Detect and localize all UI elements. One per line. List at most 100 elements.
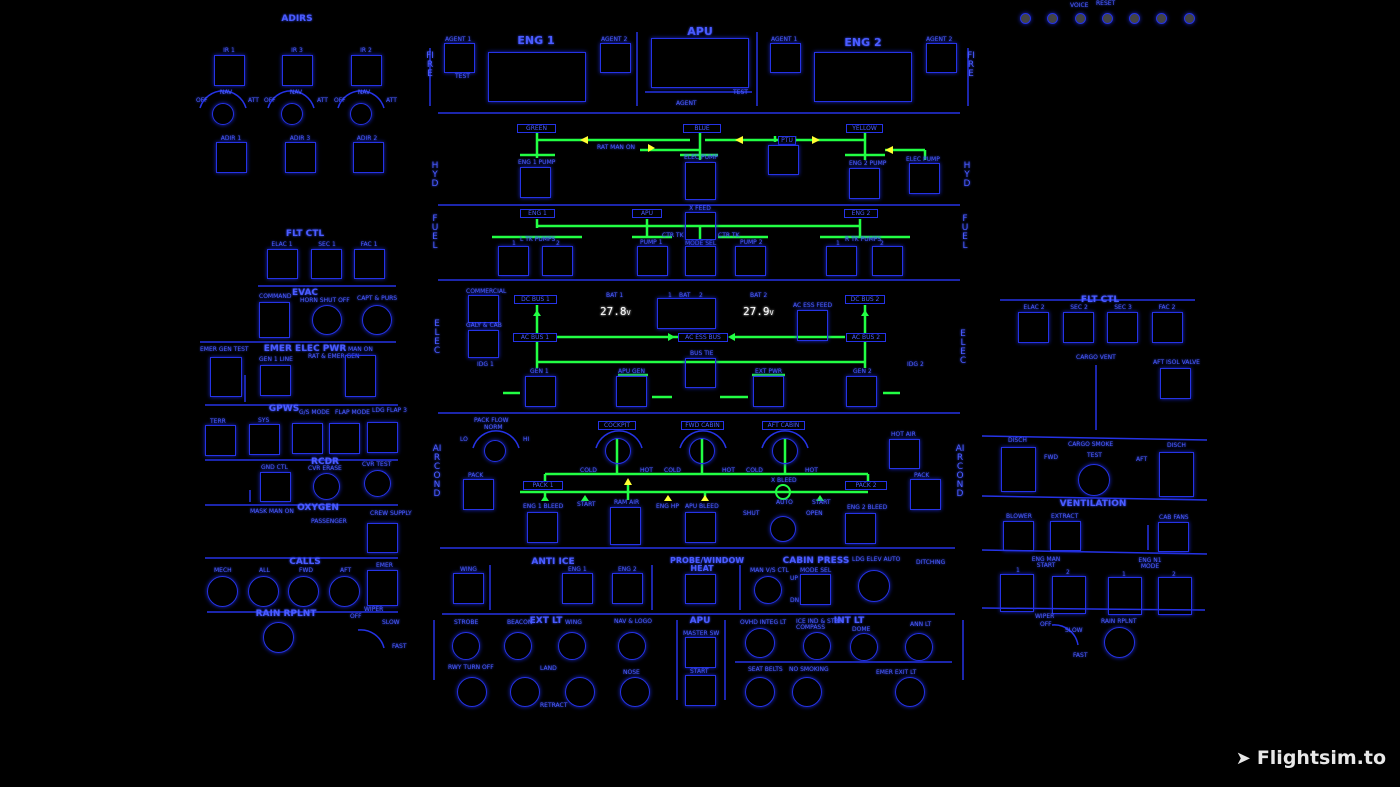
audio-knob-7[interactable]: [1184, 13, 1195, 24]
ctr-tk-pump2-button[interactable]: [735, 246, 766, 276]
n1-mode2-button[interactable]: [1158, 577, 1192, 615]
fac2-button[interactable]: [1152, 312, 1183, 343]
gen2-button[interactable]: [846, 376, 877, 407]
blue-elec-pump-button[interactable]: [685, 162, 716, 200]
commercial-button[interactable]: [468, 295, 499, 323]
bus-tie-button[interactable]: [685, 358, 716, 388]
rat-man-on-button[interactable]: [345, 355, 376, 397]
ac-ess-feed-button[interactable]: [797, 310, 828, 341]
rain-rplnt-right-button[interactable]: [1104, 627, 1135, 658]
apu-bleed-button[interactable]: [685, 512, 716, 543]
ice-ind-switch[interactable]: [803, 632, 831, 660]
elac1-button[interactable]: [267, 249, 298, 279]
strobe-switch[interactable]: [452, 632, 480, 660]
gen1-button[interactable]: [525, 376, 556, 407]
x-bleed-selector[interactable]: [770, 516, 796, 542]
apu-start-button[interactable]: [685, 675, 716, 706]
gpws-gs-mode-button[interactable]: [292, 423, 323, 454]
elac2-button[interactable]: [1018, 312, 1049, 343]
l-tk-pump1-button[interactable]: [498, 246, 529, 276]
bat-pushbuttons[interactable]: [657, 298, 716, 329]
calls-mech-button[interactable]: [207, 576, 238, 607]
dome-switch[interactable]: [850, 633, 878, 661]
eng2-anti-ice-button[interactable]: [612, 573, 643, 604]
cargo-smoke-test-button[interactable]: [1078, 464, 1110, 496]
aft-disch-button[interactable]: [1159, 452, 1194, 497]
ir2-mode-selector[interactable]: [350, 103, 372, 125]
emer-exit-switch[interactable]: [895, 677, 925, 707]
ann-lt-switch[interactable]: [905, 633, 933, 661]
ovhd-integ-lt-knob[interactable]: [745, 628, 775, 658]
man-start2-button[interactable]: [1052, 576, 1086, 614]
wing-lt-switch[interactable]: [558, 632, 586, 660]
fac1-button[interactable]: [354, 249, 385, 279]
l-tk-pump2-button[interactable]: [542, 246, 573, 276]
rain-rplnt-left-button[interactable]: [263, 622, 294, 653]
calls-emer-button[interactable]: [367, 570, 398, 606]
nose-lt-switch[interactable]: [620, 677, 650, 707]
ptu-button[interactable]: [768, 145, 799, 175]
eng1-agent2-button[interactable]: [600, 43, 631, 73]
evac-command-button[interactable]: [259, 302, 290, 338]
ir3-button[interactable]: [282, 55, 313, 86]
xfeed-button[interactable]: [685, 212, 716, 240]
audio-knob-4[interactable]: [1102, 13, 1113, 24]
cockpit-temp-selector[interactable]: [605, 438, 631, 464]
sec2-button[interactable]: [1063, 312, 1094, 343]
seat-belts-switch[interactable]: [745, 677, 775, 707]
eng2-pump-button[interactable]: [849, 168, 880, 199]
gen1-line-button[interactable]: [260, 365, 291, 396]
evac-horn-button[interactable]: [312, 305, 342, 335]
gpws-terr-button[interactable]: [205, 425, 236, 456]
r-tk-pump1-button[interactable]: [826, 246, 857, 276]
audio-knob-5[interactable]: [1129, 13, 1140, 24]
audio-knob-6[interactable]: [1156, 13, 1167, 24]
eng1-agent1-button[interactable]: [444, 43, 475, 73]
fwd-disch-button[interactable]: [1001, 447, 1036, 492]
ext-pwr-button[interactable]: [753, 376, 784, 407]
mode-sel-button[interactable]: [685, 246, 716, 276]
cvr-test-button[interactable]: [364, 470, 391, 497]
probe-window-heat-button[interactable]: [685, 574, 716, 604]
eng1-bleed-button[interactable]: [527, 512, 558, 543]
gpws-flap-mode-button[interactable]: [329, 423, 360, 454]
yellow-elec-pump-button[interactable]: [909, 163, 940, 194]
extract-button[interactable]: [1050, 521, 1081, 551]
rwy-turnoff-switch[interactable]: [457, 677, 487, 707]
emer-gen-test-button[interactable]: [210, 357, 242, 397]
crew-supply-button[interactable]: [367, 523, 398, 553]
land-left-switch[interactable]: [510, 677, 540, 707]
pack1-button[interactable]: [463, 479, 494, 510]
sec1-button[interactable]: [311, 249, 342, 279]
hot-air-button[interactable]: [889, 439, 920, 469]
calls-fwd-button[interactable]: [288, 576, 319, 607]
evac-capt-purs-selector[interactable]: [362, 305, 392, 335]
ir1-button[interactable]: [214, 55, 245, 86]
audio-knob-3[interactable]: [1075, 13, 1086, 24]
eng2-agent1-button[interactable]: [770, 43, 801, 73]
audio-knob-2[interactable]: [1047, 13, 1058, 24]
wing-anti-ice-button[interactable]: [453, 573, 484, 604]
ldg-elev-selector[interactable]: [858, 570, 890, 602]
aft-isol-valve-button[interactable]: [1160, 368, 1191, 399]
land-right-switch[interactable]: [565, 677, 595, 707]
apu-master-button[interactable]: [685, 637, 716, 668]
ctr-tk-pump1-button[interactable]: [637, 246, 668, 276]
eng2-fire-pushbutton[interactable]: [814, 52, 912, 102]
sec3-button[interactable]: [1107, 312, 1138, 343]
apu-gen-button[interactable]: [616, 376, 647, 407]
beacon-switch[interactable]: [504, 632, 532, 660]
blower-button[interactable]: [1003, 521, 1034, 551]
aft-cabin-temp-selector[interactable]: [772, 438, 798, 464]
apu-fire-pushbutton[interactable]: [651, 38, 749, 88]
gpws-sys-button[interactable]: [249, 424, 280, 455]
calls-aft-button[interactable]: [329, 576, 360, 607]
eng1-pump-button[interactable]: [520, 167, 551, 198]
cab-fans-button[interactable]: [1158, 522, 1189, 552]
ram-air-button[interactable]: [610, 507, 641, 545]
eng1-anti-ice-button[interactable]: [562, 573, 593, 604]
rcdr-gnd-ctl-button[interactable]: [260, 472, 291, 502]
eng2-agent2-button[interactable]: [926, 43, 957, 73]
r-tk-pump2-button[interactable]: [872, 246, 903, 276]
adir3-button[interactable]: [285, 142, 316, 173]
